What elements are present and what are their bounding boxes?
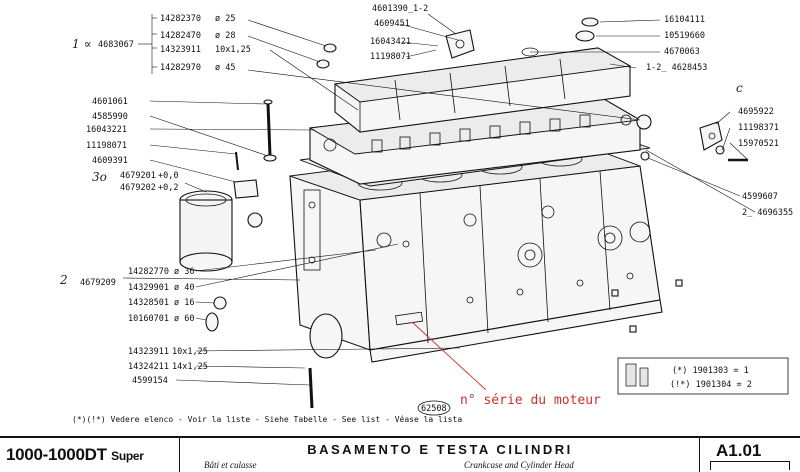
part-size: ø 25	[215, 14, 235, 24]
part-label: 10160701	[128, 314, 169, 324]
serial-number-annotation: n° série du moteur	[460, 393, 601, 408]
part-size: ø 28	[215, 31, 235, 41]
part-size: 10x1,25	[172, 347, 208, 357]
part-label: 16043221	[86, 125, 127, 135]
part-label: 11198071	[370, 52, 411, 62]
legend-row: (!*) 1901304 = 2	[670, 380, 752, 390]
part-size: 10x1,25	[215, 45, 251, 55]
part-label: 14282770	[128, 267, 169, 277]
variant-legend: (*) 1901303 = 1 (!*) 1901304 = 2	[617, 357, 789, 395]
part-size: +0,0	[158, 171, 178, 181]
part-label: 4599154	[132, 376, 168, 386]
reference-number: 62508	[421, 404, 447, 414]
part-label: 16043421	[370, 37, 411, 47]
part-size: ø 36	[174, 267, 194, 277]
part-size: ø 60	[174, 314, 194, 324]
part-label: 4599607	[742, 192, 778, 202]
part-label: 14282470	[160, 31, 201, 41]
part-label: 14282970	[160, 63, 201, 73]
part-size: +0,2	[158, 183, 178, 193]
part-label: 14324211	[128, 362, 169, 372]
part-label: 2_ 4696355	[742, 208, 793, 218]
legend-row: (*) 1901303 = 1	[672, 366, 749, 376]
model-cell: 1000-1000DT Super	[0, 438, 180, 472]
title-cell: BASAMENTO E TESTA CILINDRI Bâti et culas…	[180, 438, 700, 472]
model-suffix: Super	[111, 449, 144, 463]
cylinder-liner	[179, 190, 233, 272]
part-label: 14282370	[160, 14, 201, 24]
code-underline	[710, 461, 790, 470]
part-label: 4609391	[92, 156, 128, 166]
handwritten-note: 3o	[92, 170, 107, 184]
part-label: 4679202	[120, 183, 156, 193]
exploded-engine-drawing: 14282370 ø 25 14282470 ø 28 14323911 10x…	[59, 4, 793, 424]
part-label: 4609451	[374, 19, 410, 29]
part-label: 16104111	[664, 15, 705, 25]
handwritten-note: c	[736, 81, 743, 95]
part-label: 15970521	[738, 139, 779, 149]
part-label: 1-2_ 4628453	[646, 63, 707, 73]
part-size: ø 45	[215, 63, 235, 73]
model-name: 1000-1000DT Super	[6, 445, 144, 465]
part-label: 4679201	[120, 171, 156, 181]
part-label: 14323911	[128, 347, 169, 357]
part-label: 4679209	[80, 278, 116, 288]
part-label: 4585990	[92, 112, 128, 122]
part-label: 11198371	[738, 123, 779, 133]
part-label: 4695922	[738, 107, 774, 117]
title-block: 1000-1000DT Super BASAMENTO E TESTA CILI…	[0, 436, 800, 472]
page-code: A1.01	[716, 441, 762, 460]
handwritten-note: 1 ∝	[72, 37, 92, 51]
page-title: BASAMENTO E TESTA CILINDRI	[307, 442, 573, 457]
page-code-cell: A1.01	[700, 438, 800, 472]
part-size: ø 16	[174, 298, 194, 308]
handwritten-note: 2	[59, 273, 68, 287]
part-label: 14323911	[160, 45, 201, 55]
subtitle-french: Bâti et culasse	[204, 460, 257, 470]
part-label: 14329901	[128, 283, 169, 293]
loose-parts	[179, 17, 748, 409]
part-label: 4601390_1-2	[372, 4, 428, 14]
part-label: 14328501	[128, 298, 169, 308]
part-label: 10519660	[664, 31, 705, 41]
part-size: 14x1,25	[172, 362, 208, 372]
part-label: 11198071	[86, 141, 127, 151]
part-labels: 14282370 ø 25 14282470 ø 28 14323911 10x…	[59, 4, 793, 424]
footnote: (*)(!*) Vedere elenco - Voir la liste - …	[72, 414, 462, 424]
valve-cover	[333, 37, 632, 133]
part-size: ø 40	[174, 283, 194, 293]
part-label: 4670063	[664, 47, 700, 57]
subtitle-english: Crankcase and Cylinder Head	[464, 460, 574, 470]
part-label: 4601061	[92, 97, 128, 107]
model-number: 1000-1000DT	[6, 445, 107, 464]
part-label: 4683067	[98, 40, 134, 50]
leader-lines	[122, 13, 756, 391]
